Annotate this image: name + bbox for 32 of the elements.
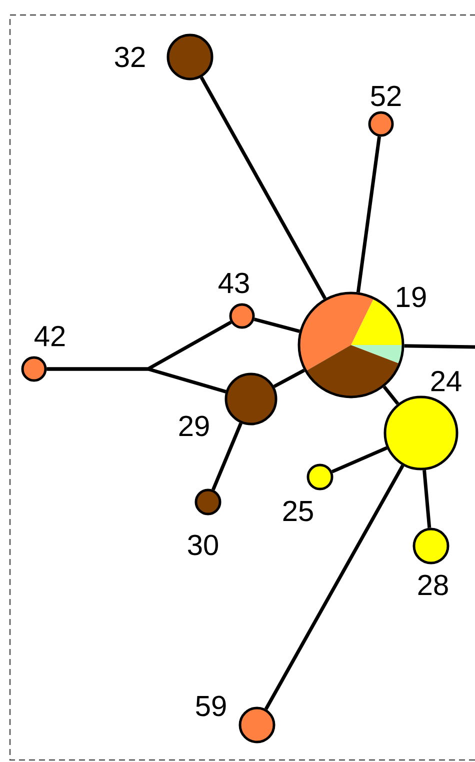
haplotype-circle (166, 34, 214, 80)
node-label: 30 (188, 534, 218, 556)
node-label: 29 (179, 416, 209, 436)
network-line (382, 386, 400, 405)
haplotype-circle (238, 706, 276, 744)
network-line (200, 76, 327, 300)
haplotype-circle (224, 372, 278, 426)
network-line (273, 368, 305, 388)
node-label: 52 (371, 86, 401, 106)
haplotype-circle (384, 396, 458, 470)
node-label: 25 (283, 500, 313, 522)
node-label: 59 (196, 696, 226, 716)
node-label: 19 (397, 286, 426, 308)
network-line (356, 136, 382, 292)
network-line (46, 367, 226, 394)
network-line (404, 344, 475, 349)
network-line (331, 446, 388, 474)
haplotype-circle (21, 356, 47, 382)
network-line (422, 470, 432, 528)
node-label: 24 (431, 370, 462, 392)
node-label: 32 (114, 46, 145, 68)
node-label: 43 (218, 272, 249, 294)
node-label: 28 (418, 574, 448, 596)
network-line (212, 422, 242, 490)
network-line (254, 318, 300, 333)
network-line (264, 464, 404, 710)
haplotype-circle (194, 488, 222, 516)
haplotype-circle (412, 528, 450, 564)
node-label: 42 (34, 326, 65, 346)
haplotype-circle (306, 464, 334, 490)
haplotype-circle (229, 303, 255, 329)
haplotype-circle (368, 111, 394, 137)
